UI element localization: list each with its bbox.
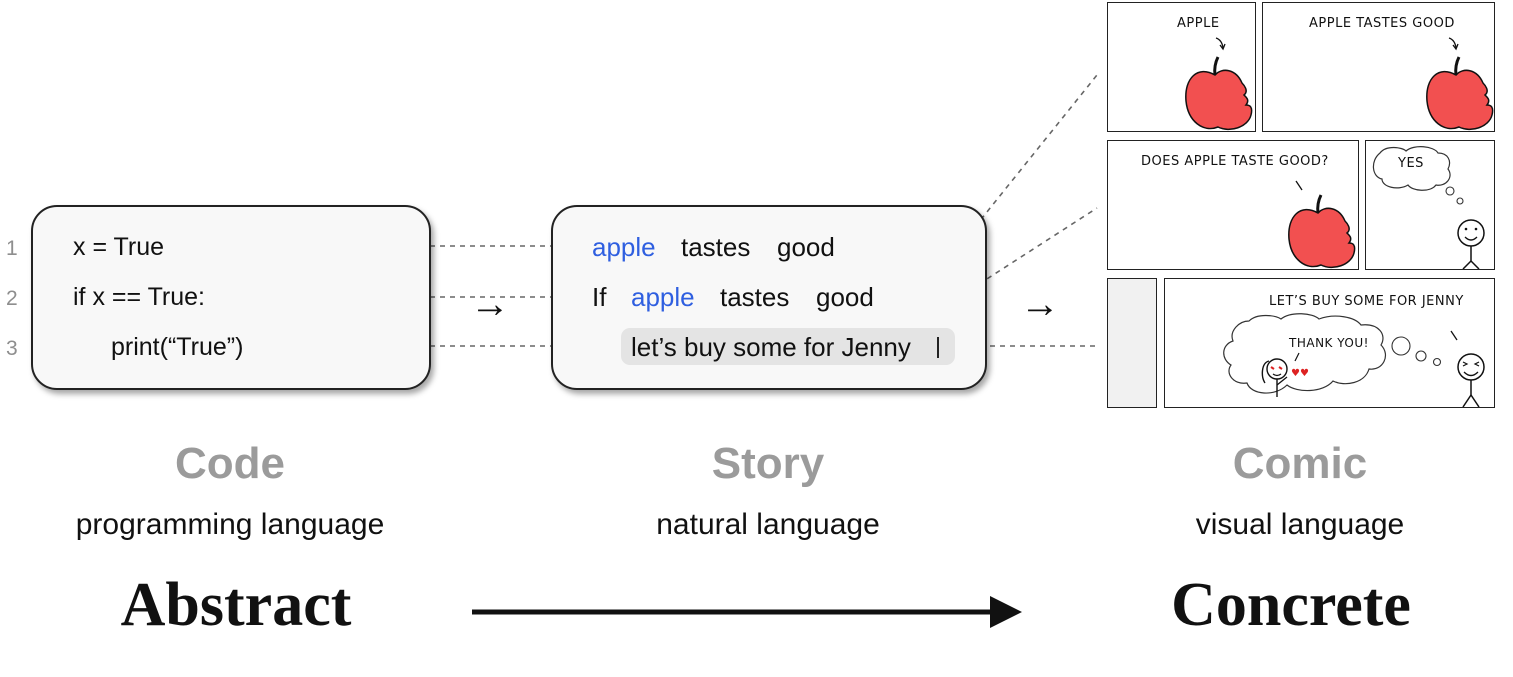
code-panel xyxy=(31,205,431,390)
code-heading: Code xyxy=(175,439,285,488)
arrow-right-icon: → xyxy=(470,282,510,326)
story-heading: Story xyxy=(711,439,825,488)
story-line-3: let’s buy some for Jenny xyxy=(631,332,911,362)
story-word: tastes xyxy=(720,282,790,312)
story-word-apple: apple xyxy=(631,282,695,312)
comic-panel-2: APPLE TASTES GOOD xyxy=(1262,2,1495,132)
text-cursor xyxy=(937,337,939,358)
line-number: 2 xyxy=(6,287,18,310)
line-number: 1 xyxy=(6,237,18,260)
apple-icon xyxy=(1426,37,1494,131)
comic-caption: APPLE TASTES GOOD xyxy=(1309,16,1455,31)
story-word: tastes xyxy=(681,232,751,262)
comic-panel-5 xyxy=(1107,278,1157,408)
story-subheading: natural language xyxy=(656,508,880,541)
apple-icon xyxy=(1185,37,1253,131)
concrete-label: Concrete xyxy=(1171,571,1411,639)
comic-caption: APPLE xyxy=(1177,16,1220,31)
story-input-highlight[interactable] xyxy=(621,328,955,365)
comic-heading: Comic xyxy=(1232,439,1368,488)
connector-line-comic-2 xyxy=(961,207,1098,296)
story-word: good xyxy=(777,232,835,262)
stick-figure-icon xyxy=(1457,219,1485,269)
comic-caption: LET’S BUY SOME FOR JENNY xyxy=(1269,294,1464,309)
thought-bubble-icon xyxy=(1372,146,1464,205)
code-line-1: x = True xyxy=(73,233,165,261)
comic-panel-1: APPLE xyxy=(1107,2,1256,132)
story-word-if: If xyxy=(592,282,607,312)
story-word: good xyxy=(816,282,874,312)
code-line-3: print(“True”) xyxy=(111,333,244,361)
abstract-label: Abstract xyxy=(120,571,352,639)
comic-panel-3: DOES APPLE TASTE GOOD? xyxy=(1107,140,1359,270)
svg-text:♥♥: ♥♥ xyxy=(1291,368,1309,379)
comic-bubble-text: YES xyxy=(1398,156,1424,171)
comic-caption: DOES APPLE TASTE GOOD? xyxy=(1141,154,1329,169)
code-line-2: if x == True: xyxy=(73,283,206,311)
thought-bubble-icon: ♥♥ xyxy=(1223,313,1485,407)
arrow-right-icon: → xyxy=(1020,282,1060,326)
comic-bubble-text: THANK YOU! xyxy=(1289,336,1369,350)
line-number: 3 xyxy=(6,337,18,360)
story-word-apple: apple xyxy=(592,232,656,262)
comic-panel-6: LET’S BUY SOME FOR JENNY ♥♥ THANK YOU! xyxy=(1164,278,1495,408)
comic-panel-4: YES xyxy=(1365,140,1495,270)
code-subheading: programming language xyxy=(75,508,385,541)
apple-icon xyxy=(1288,180,1356,269)
comic-subheading: visual language xyxy=(1195,508,1405,541)
